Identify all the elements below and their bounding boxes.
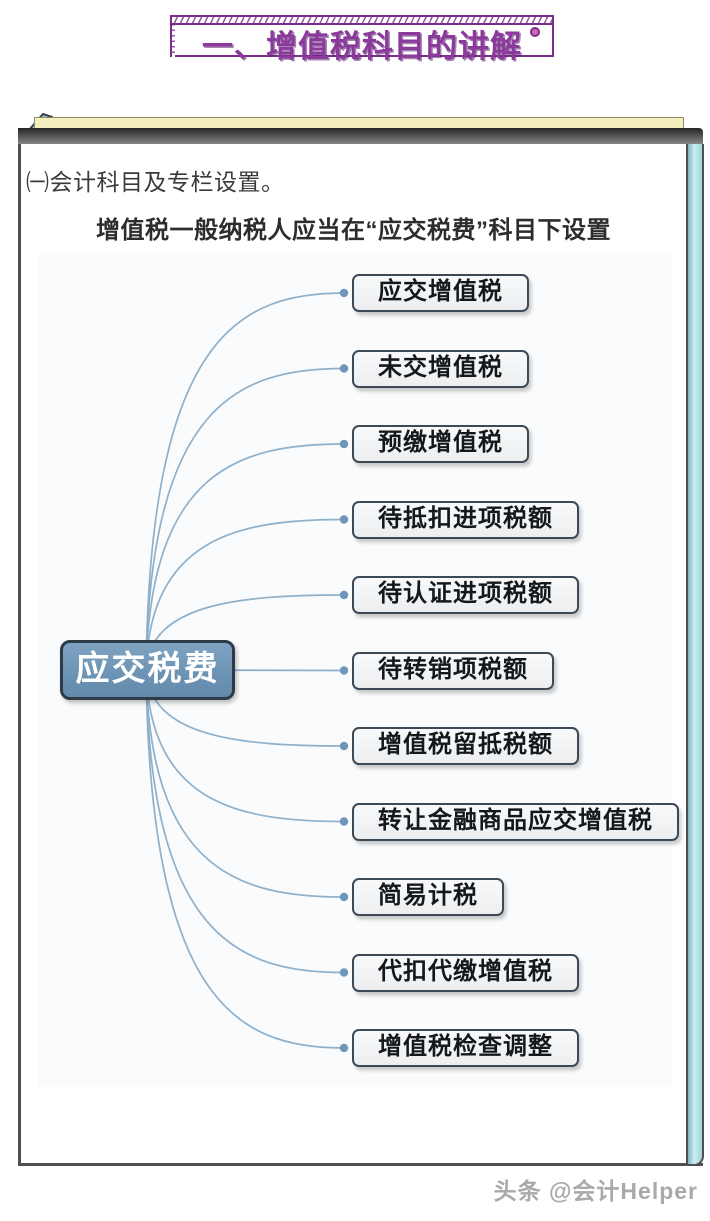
mindmap-panel: 应交税费 应交增值税未交增值税预缴增值税待抵扣进项税额待认证进项税额待转销项税额… [38, 252, 679, 1086]
mindmap-root-node: 应交税费 [60, 640, 235, 700]
section-title: 一、增值税科目的讲解 [202, 29, 522, 64]
mindmap-node: 代扣代缴增值税 [352, 953, 579, 992]
mindmap-links [145, 288, 349, 1053]
mindmap-node: 待认证进项税额 [352, 576, 579, 614]
watermark-text: 头条 @会计Helper [493, 1178, 698, 1204]
mindmap-node: 预缴增值税 [352, 425, 529, 463]
mindmap-node: 未交增值税 [352, 349, 529, 388]
mindmap-node: 转让金融商品应交增值税 [352, 802, 679, 841]
mindmap-node: 应交增值税 [352, 274, 529, 312]
section-title-box: 一、增值税科目的讲解 [170, 15, 554, 64]
mindmap-node: 简易计税 [352, 878, 504, 916]
mindmap-node: 待抵扣进项税额 [352, 500, 579, 539]
mindmap-node: 增值税留抵税额 [352, 727, 579, 765]
page-top-shadow [18, 128, 703, 145]
page-right-edge [686, 144, 704, 1166]
mindmap-node: 待转销项税额 [352, 651, 554, 690]
intro-text: 增值税一般纳税人应当在“应交税费”科目下设置 [96, 217, 611, 244]
stitch-border-left [170, 25, 175, 57]
page-sheet: ㈠会计科目及专栏设置。 增值税一般纳税人应当在“应交税费”科目下设置 应交税费 … [18, 113, 704, 1166]
subsection-heading: ㈠会计科目及专栏设置。 [26, 169, 285, 195]
pin-dot-icon [530, 27, 540, 37]
stitch-border-top [170, 15, 554, 25]
mindmap-node: 增值税检查调整 [352, 1029, 579, 1067]
